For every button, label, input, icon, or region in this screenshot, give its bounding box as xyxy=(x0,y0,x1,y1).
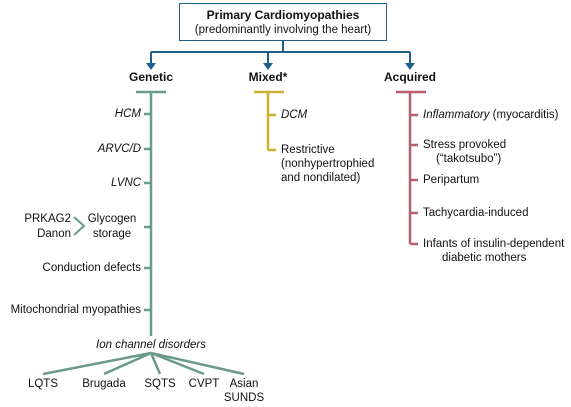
mixed-restrictive-line1: Restrictive xyxy=(281,144,335,156)
acquired-item-peripartum: Peripartum xyxy=(423,174,480,186)
fan-line-brugada xyxy=(103,351,152,376)
glycogen-left-danon: Danon xyxy=(37,228,71,240)
acquired-stress-line2: (“takotsubo”) xyxy=(436,153,502,165)
ion-subtype-lqts: LQTS xyxy=(27,378,59,390)
acquired-stress-line1: Stress provoked xyxy=(423,139,507,151)
title-line2: (predominantly involving the heart) xyxy=(194,24,372,36)
mixed-heading: Mixed* xyxy=(248,70,288,84)
genetic-item-arvc: ARVC/D xyxy=(97,143,141,155)
genetic-item-mitochondrial: Mitochondrial myopathies xyxy=(10,304,141,316)
title-line1: Primary Cardiomyopathies xyxy=(206,8,360,22)
ion-subtype-asian: Asian xyxy=(229,378,259,390)
ion-subtype-sunds: SUNDS xyxy=(223,392,265,404)
genetic-item-conduction: Conduction defects xyxy=(42,262,141,274)
ion-subtype-sqts: SQTS xyxy=(144,378,176,390)
mixed-restrictive-line2: (nonhypertrophied xyxy=(281,158,375,170)
fan-line-lqts xyxy=(42,351,152,376)
acquired-infants-line2: diabetic mothers xyxy=(442,252,527,264)
glycogen-left-prkag2: PRKAG2 xyxy=(24,213,71,225)
genetic-arrow-icon xyxy=(146,63,156,70)
acquired-infants-line1: Infants of insulin-dependent xyxy=(423,238,565,250)
acquired-arrow-icon xyxy=(405,63,415,70)
fan-line-sqts xyxy=(149,352,162,375)
mixed-arrow-icon xyxy=(263,63,273,70)
acquired-inflammatory-suffix: (myocarditis) xyxy=(489,109,559,121)
glycogen-bracket-icon xyxy=(73,216,86,236)
fan-line-cvpt xyxy=(150,351,205,376)
mixed-restrictive-line3: and nondilated) xyxy=(281,172,361,184)
ion-subtype-cvpt: CVPT xyxy=(188,378,220,390)
genetic-heading: Genetic xyxy=(128,70,173,84)
acquired-item-tachy: Tachycardia-induced xyxy=(423,207,529,219)
fan-line-asian-sunds xyxy=(150,351,245,376)
ion-subtype-brugada: Brugada xyxy=(82,378,126,390)
acquired-heading: Acquired xyxy=(383,70,436,84)
genetic-item-hcm: HCM xyxy=(114,108,141,120)
mixed-item-dcm: DCM xyxy=(281,109,308,121)
title-box: Primary Cardiomyopathies (predominantly … xyxy=(179,3,387,41)
acquired-item-inflammatory: Inflammatory (myocarditis) xyxy=(423,108,558,122)
glycogen-right-line1: Glycogen xyxy=(87,213,137,225)
genetic-item-lvnc: LVNC xyxy=(110,177,141,189)
ion-channel-label: Ion channel disorders xyxy=(96,339,206,351)
glycogen-right-line2: storage xyxy=(92,228,132,240)
acquired-inflammatory-label: Inflammatory xyxy=(423,109,490,121)
